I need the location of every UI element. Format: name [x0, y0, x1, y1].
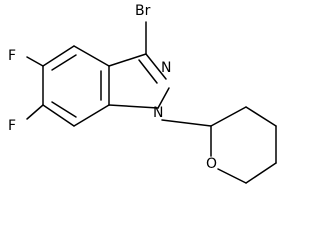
atom-f5-label: F [8, 48, 16, 64]
bond-c4-c5-inner [51, 54, 77, 71]
bond-c3a-c3 [108, 53, 147, 67]
bond-c7-c7a [73, 104, 110, 127]
atom-n1-label: N [153, 105, 163, 121]
bond-c4-c5 [42, 45, 75, 67]
bond-c3a-c4 [73, 45, 110, 67]
bond-n1-c2thp [161, 119, 212, 127]
bond-c6-f [26, 104, 44, 120]
bond-thp-c5-c6 [245, 162, 277, 184]
bond-n1-c7a [108, 104, 159, 109]
bond-thp-c6-o [217, 168, 247, 184]
bond-c6-c7 [42, 104, 75, 127]
bond-c3-n2-inner [138, 59, 158, 84]
atom-br-label: Br [135, 3, 151, 19]
structure-canvas: Br N N F F O [8, 3, 277, 184]
atom-n2-label: N [161, 60, 171, 76]
bond-thp-c3-c4 [245, 106, 277, 127]
bond-c3-n2 [145, 53, 167, 80]
molecule-structure: Br N N F F O [8, 3, 277, 184]
atom-o-label: O [206, 156, 217, 172]
bond-c6-c7-inner [51, 101, 77, 118]
bond-thp-c2-c3 [210, 106, 247, 127]
bond-n2-n1 [157, 87, 170, 109]
bond-c5-f [26, 56, 44, 67]
atom-f6-label: F [8, 118, 16, 134]
